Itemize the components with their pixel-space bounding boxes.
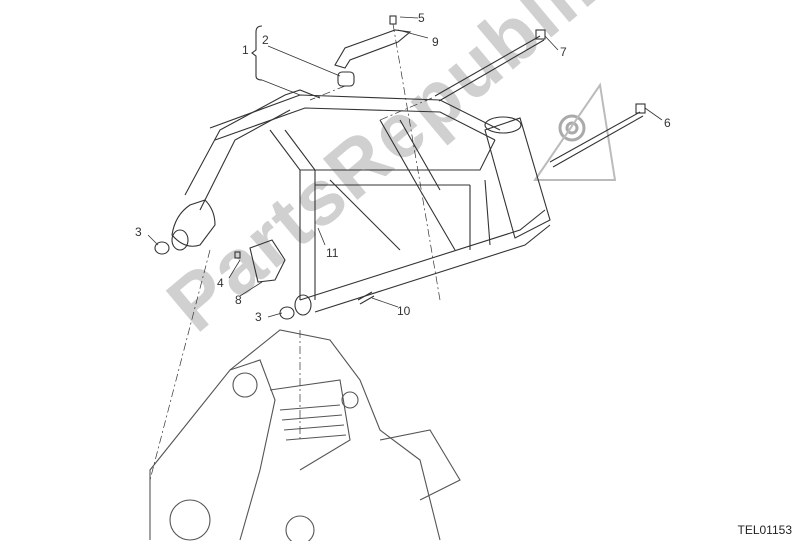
callout-1: 1 [242,43,249,57]
screw-5 [389,15,397,25]
callout-3: 3 [255,310,262,324]
clip-10 [357,291,375,305]
plate-9 [334,29,412,69]
bracket-8 [249,239,286,283]
screw-4 [234,251,241,259]
callout-7: 7 [560,45,567,59]
callout-2: 2 [262,33,269,47]
group-bracket [251,25,263,81]
nut-3a [154,241,170,255]
callout-9: 9 [432,35,439,49]
phantom-lines [149,23,441,481]
drawing-code: TEL01153 [737,523,793,537]
nut-3b [279,306,295,320]
bolt-6 [549,103,646,168]
callout-6: 6 [664,116,671,130]
callout-5: 5 [418,11,425,25]
frame [171,89,551,316]
callout-10: 10 [397,304,411,318]
gear-watermark-icon [533,82,617,181]
callout-8: 8 [235,293,242,307]
callout-3: 3 [135,225,142,239]
callout-4: 4 [217,276,224,290]
bushing-2 [337,71,355,87]
bolt-7 [434,29,546,102]
leader-lines [147,16,663,318]
callout-11: 11 [326,246,339,260]
engine [149,329,461,541]
